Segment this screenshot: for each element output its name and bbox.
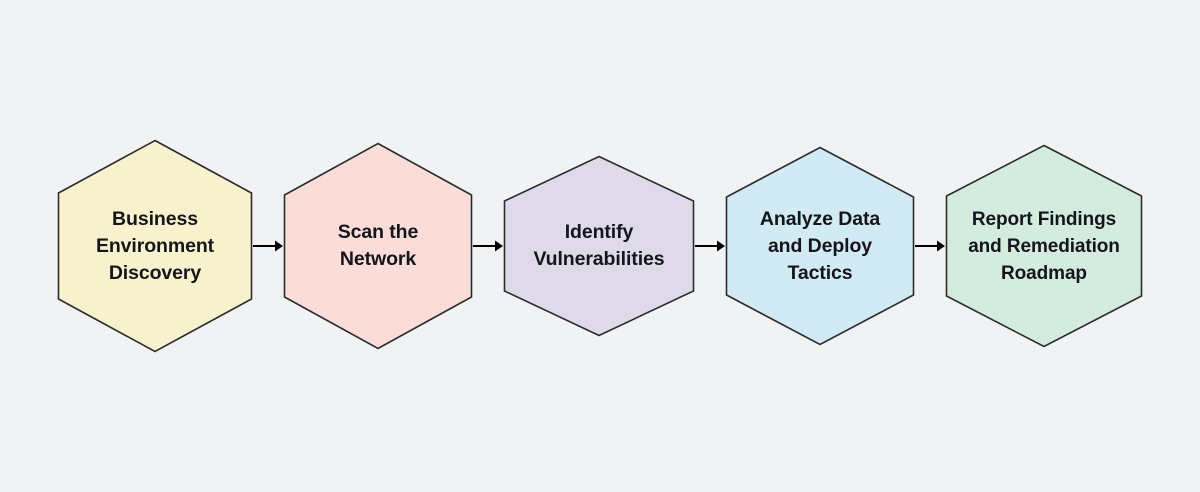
hexagon-shape-2: [283, 142, 473, 350]
arrow-right-icon: [473, 240, 503, 252]
connector-arrow-1: [253, 236, 283, 256]
arrow-right-icon: [915, 240, 945, 252]
process-step-5-label: Report Findings and Remediation Roadmap: [968, 208, 1120, 284]
arrow-right-icon: [695, 240, 725, 252]
process-step-3-label: Identify Vulnerabilities: [533, 221, 665, 270]
connector-arrow-3: [695, 236, 725, 256]
process-step-5[interactable]: Report Findings and Remediation Roadmap: [945, 144, 1143, 348]
process-step-2-label: Scan the Network: [337, 221, 419, 270]
process-step-2[interactable]: Scan the Network: [283, 142, 473, 350]
process-step-3[interactable]: Identify Vulnerabilities: [503, 155, 695, 337]
process-step-4[interactable]: Analyze Data and Deploy Tactics: [725, 146, 915, 346]
hexagon-shape-4: [725, 146, 915, 346]
process-step-1[interactable]: Business Environment Discovery: [57, 139, 253, 353]
arrow-right-icon: [253, 240, 283, 252]
hexagon-shape-1: [57, 139, 253, 353]
hexagon-shape-5: [945, 144, 1143, 348]
process-step-4-label: Analyze Data and Deploy Tactics: [759, 207, 881, 284]
hexagon-shape-3: [503, 155, 695, 337]
connector-arrow-4: [915, 236, 945, 256]
process-step-1-label: Business Environment Discovery: [95, 207, 215, 284]
connector-arrow-2: [473, 236, 503, 256]
